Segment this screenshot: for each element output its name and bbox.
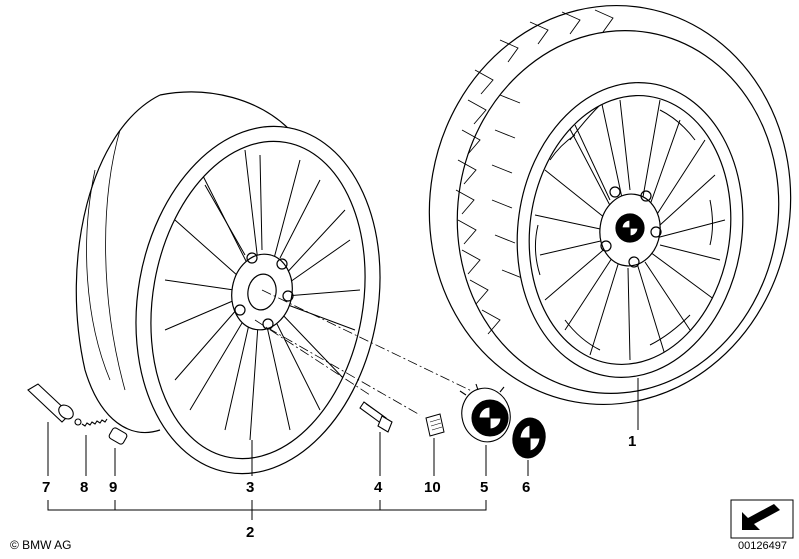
view-direction-box (730, 499, 794, 539)
callout-7: 7 (42, 479, 50, 496)
valve-core (74, 418, 108, 427)
valve-parts (27, 383, 128, 445)
wheel-spokes (534, 94, 726, 361)
tire-tread (455, 9, 614, 335)
callout-9: 9 (109, 479, 117, 496)
wheel-hub-logo (615, 213, 645, 243)
wheel-bolt (359, 401, 393, 433)
assembly-dash-lines (254, 289, 481, 416)
hub-cap (459, 383, 511, 443)
leader-lines (47, 378, 639, 520)
rim-lug-holes (234, 252, 294, 330)
copyright-text: © BMW AG (10, 538, 72, 552)
emblem (512, 417, 546, 459)
complete-wheel-with-tire (428, 4, 792, 406)
callout-labels: 1 2 3 4 5 6 7 8 9 10 (42, 433, 636, 541)
arrow-icon (742, 504, 780, 530)
callout-6: 6 (522, 479, 530, 496)
rim-spokes (164, 149, 361, 441)
callout-1: 1 (628, 433, 636, 450)
lug-holes (600, 186, 662, 268)
callout-8: 8 (80, 479, 88, 496)
balance-weight (425, 413, 445, 437)
callout-4: 4 (374, 479, 383, 496)
callout-5: 5 (480, 479, 488, 496)
callout-2: 2 (246, 524, 254, 541)
callout-10: 10 (424, 479, 441, 496)
document-id: 00126497 (738, 540, 787, 552)
callout-3: 3 (246, 479, 254, 496)
light-alloy-rim (75, 91, 381, 475)
